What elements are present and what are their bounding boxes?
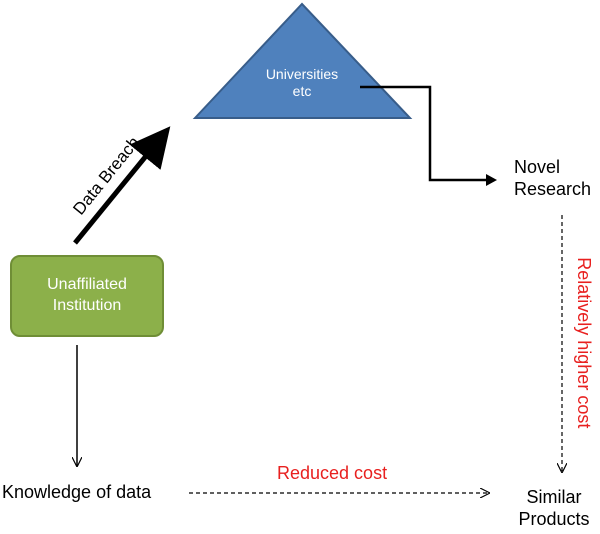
novel-research-label: Novel Research — [514, 157, 591, 200]
unaffiliated-label: Unaffiliated Institution — [11, 275, 163, 317]
universities-label: Universities etc — [258, 66, 346, 100]
universities-to-research-connector — [360, 85, 490, 182]
higher-cost-label-text: Relatively higher cost — [573, 257, 594, 429]
unaffiliated-label-line1: Unaffiliated — [47, 276, 127, 293]
knowledge-label-text: Knowledge of data — [2, 482, 152, 502]
similar-products-line1: Similar — [526, 487, 582, 507]
reduced-cost-label: Reduced cost — [277, 463, 387, 485]
unaffiliated-label-line2: Institution — [52, 296, 122, 314]
higher-cost-label: Relatively higher cost — [572, 248, 594, 438]
unaffiliated-box — [10, 255, 164, 337]
novel-research-line1: Novel — [514, 157, 561, 177]
universities-triangle — [192, 2, 413, 119]
novel-research-line2: Research — [514, 178, 592, 199]
reduced-cost-label-text: Reduced cost — [277, 463, 388, 483]
universities-label-line1: Universities — [265, 66, 339, 82]
similar-products-line2: Products — [518, 508, 590, 529]
universities-label-line2: etc — [292, 82, 312, 99]
similar-products-label: Similar Products — [508, 487, 600, 530]
knowledge-label: Knowledge of data — [2, 482, 151, 504]
data-breach-arrow — [73, 126, 171, 245]
universities-to-research-arrowhead — [486, 174, 497, 186]
